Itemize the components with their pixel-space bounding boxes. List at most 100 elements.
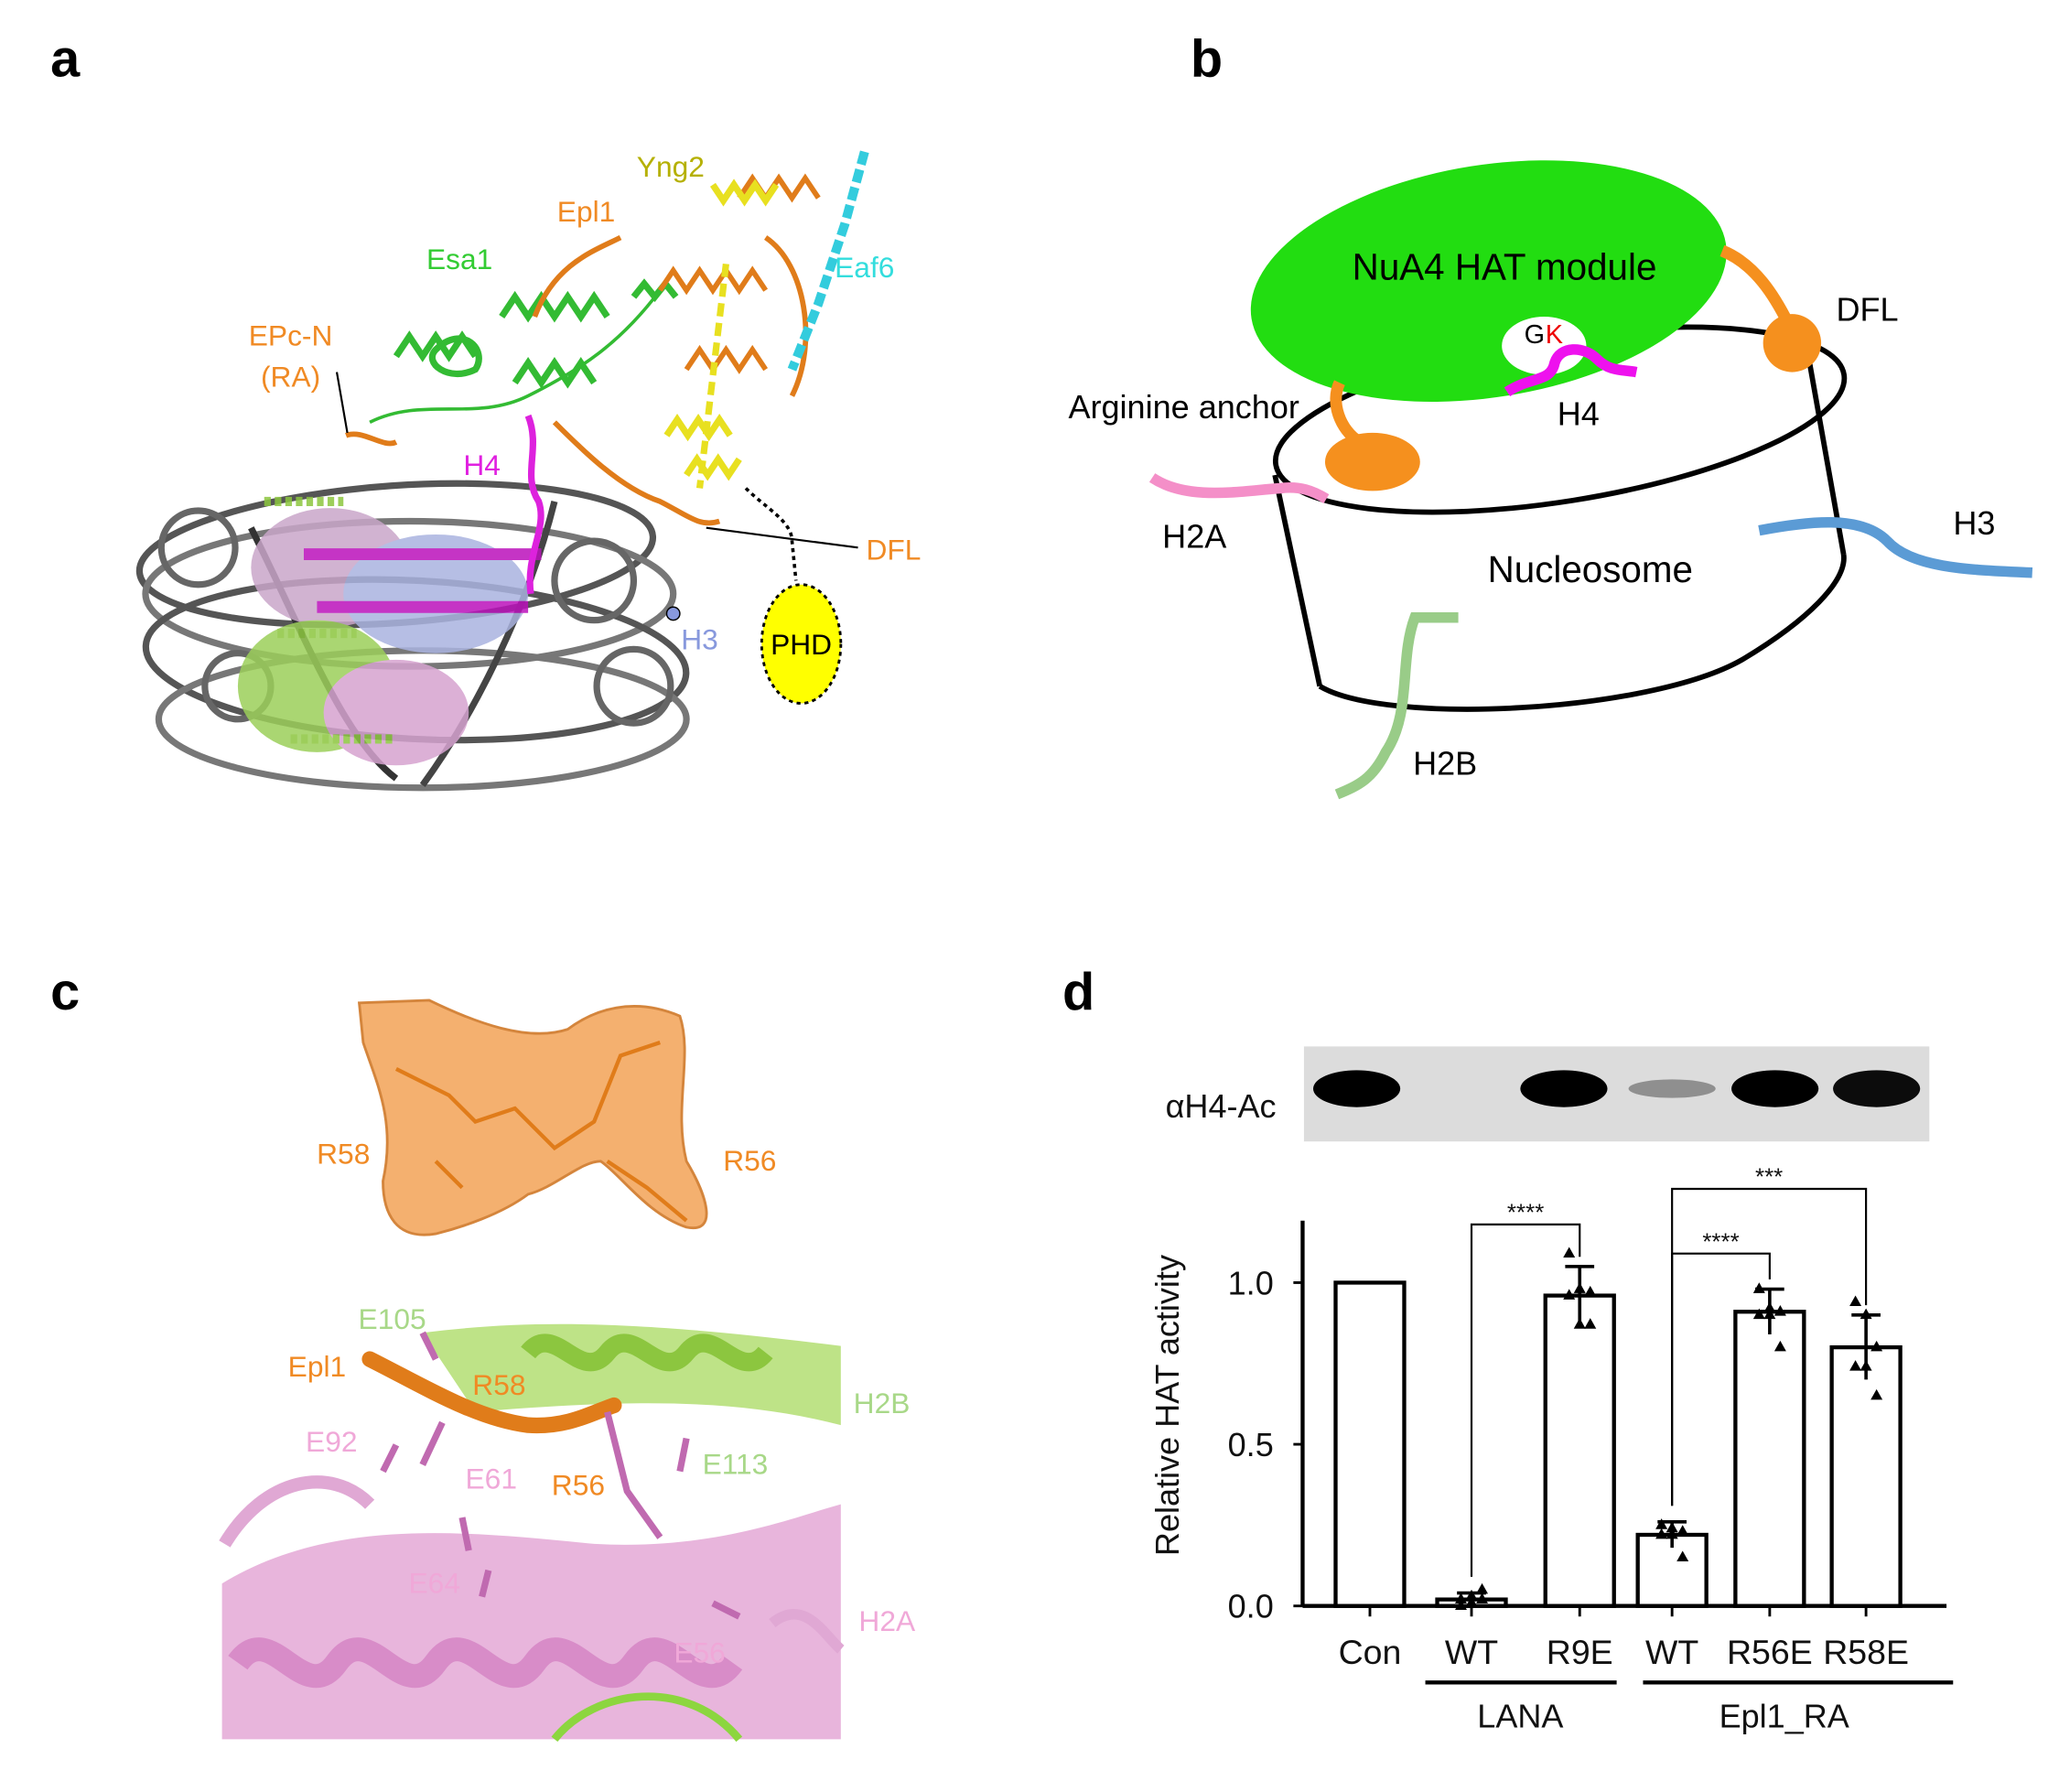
h2b-label-c: H2B xyxy=(854,1387,911,1420)
x-tick-label: R9E xyxy=(1547,1633,1613,1671)
data-point xyxy=(1584,1318,1597,1329)
epl1-label: Epl1 xyxy=(557,195,615,228)
blot-band xyxy=(1833,1070,1921,1107)
dfl-label: DFL xyxy=(867,533,922,566)
data-point xyxy=(1476,1592,1489,1603)
gk-g-label: G xyxy=(1525,320,1545,350)
h3-tail-end xyxy=(665,606,681,621)
data-point xyxy=(1655,1528,1668,1539)
y-tick-label: 1.0 xyxy=(1228,1264,1274,1301)
e105-label: E105 xyxy=(359,1302,426,1335)
significance-bracket xyxy=(1470,1223,1581,1577)
data-point xyxy=(1752,1282,1765,1293)
significance-bracket xyxy=(1671,1187,1868,1506)
h4-label: H4 xyxy=(463,448,501,481)
data-point xyxy=(1773,1305,1786,1316)
histone-core xyxy=(237,496,542,766)
epcn-label: EPc-N xyxy=(249,319,333,352)
panel-b: b NuA4 HAT module G K DFL Arginine ancho… xyxy=(1068,30,2033,800)
dfl-pointer xyxy=(706,526,858,549)
esa1-label: Esa1 xyxy=(426,243,492,275)
data-point xyxy=(1476,1582,1489,1594)
x-tick-label: R56E xyxy=(1727,1633,1813,1671)
data-point xyxy=(1573,1318,1586,1329)
data-point xyxy=(1666,1528,1678,1539)
yng2-structure xyxy=(663,178,780,489)
h3-tail xyxy=(1758,516,2033,578)
h4-tail-b xyxy=(1504,344,1638,397)
density-map xyxy=(357,999,708,1236)
western-blot xyxy=(1303,1046,1930,1142)
eaf6-label: Eaf6 xyxy=(835,251,894,284)
phd-label: PHD xyxy=(771,628,832,661)
y-tick-label: 0.5 xyxy=(1228,1426,1274,1463)
gk-k-label: K xyxy=(1546,320,1563,350)
data-point xyxy=(1454,1599,1467,1611)
phd-domain xyxy=(760,583,843,705)
r56-density-label: R56 xyxy=(723,1144,776,1177)
data-point xyxy=(1666,1521,1678,1533)
panel-label-d: d xyxy=(1062,963,1094,1021)
x-tick-label: WT xyxy=(1445,1633,1498,1671)
dfl-linker xyxy=(1719,244,1794,327)
ra-label: (RA) xyxy=(261,360,320,393)
group-label-lana: LANA xyxy=(1477,1697,1563,1734)
blot-band xyxy=(1628,1079,1716,1098)
blot-band xyxy=(1731,1070,1819,1107)
e113-label: E113 xyxy=(703,1448,769,1481)
y-tick-label: 0.0 xyxy=(1228,1588,1274,1625)
nucleosome-label: Nucleosome xyxy=(1488,548,1693,590)
dfl-domain xyxy=(1763,314,1822,372)
esa1-structure xyxy=(369,278,679,424)
data-point xyxy=(1584,1285,1597,1297)
epl1-ribbon xyxy=(361,1351,622,1434)
density-sticks xyxy=(394,1040,688,1223)
arginine-anchor-label: Arginine anchor xyxy=(1068,388,1299,426)
eaf6-structure xyxy=(787,150,869,372)
blot-label: αH4-Ac xyxy=(1166,1087,1277,1125)
data-point xyxy=(1773,1340,1786,1352)
data-point xyxy=(1563,1247,1576,1258)
e56-label: E56 xyxy=(674,1636,725,1669)
h2a-tail xyxy=(1148,473,1330,503)
bar-5 xyxy=(1829,1344,1903,1608)
hat-module-label: NuA4 HAT module xyxy=(1353,246,1657,288)
active-site-pocket xyxy=(1502,317,1587,375)
bar-4 xyxy=(1733,1310,1806,1608)
data-point xyxy=(1465,1595,1478,1607)
significance-label: **** xyxy=(1702,1229,1739,1255)
e92-label: E92 xyxy=(306,1425,357,1458)
panel-c: c R58 R56 E105 Epl1 R58 H2B E92 E61 R56 … xyxy=(50,963,916,1743)
data-point xyxy=(1849,1360,1862,1371)
group-label-epl1-ra: Epl1_RA xyxy=(1719,1697,1849,1734)
data-point xyxy=(1676,1525,1689,1536)
data-point xyxy=(1860,1360,1872,1371)
x-tick-label: WT xyxy=(1645,1633,1698,1671)
r56-label-c: R56 xyxy=(552,1469,605,1502)
blot-band xyxy=(1520,1070,1608,1107)
data-point xyxy=(1870,1388,1883,1400)
panel-label-a: a xyxy=(50,30,81,89)
x-tick-label: R58E xyxy=(1823,1633,1909,1671)
significance-label: *** xyxy=(1755,1165,1783,1191)
dfl-dotted-link xyxy=(744,487,798,581)
epl1-label-c: Epl1 xyxy=(288,1350,346,1383)
r58-label-c: R58 xyxy=(472,1368,525,1401)
r58-density-label: R58 xyxy=(317,1138,370,1171)
e64-label: E64 xyxy=(409,1566,460,1599)
data-point xyxy=(1465,1589,1478,1601)
h3-label: H3 xyxy=(681,622,718,655)
bar-2 xyxy=(1543,1293,1616,1608)
blot-band xyxy=(1312,1070,1401,1107)
data-point xyxy=(1655,1518,1668,1529)
arginine-anchor xyxy=(1324,432,1420,491)
h2b-label-b: H2B xyxy=(1413,744,1477,782)
y-axis-label: Relative HAT activity xyxy=(1148,1255,1186,1556)
panel-label-c: c xyxy=(50,963,80,1021)
data-point xyxy=(1870,1340,1883,1352)
e61-label: E61 xyxy=(466,1462,517,1495)
h2a-label-c: H2A xyxy=(858,1604,916,1637)
data-point xyxy=(1763,1301,1776,1313)
